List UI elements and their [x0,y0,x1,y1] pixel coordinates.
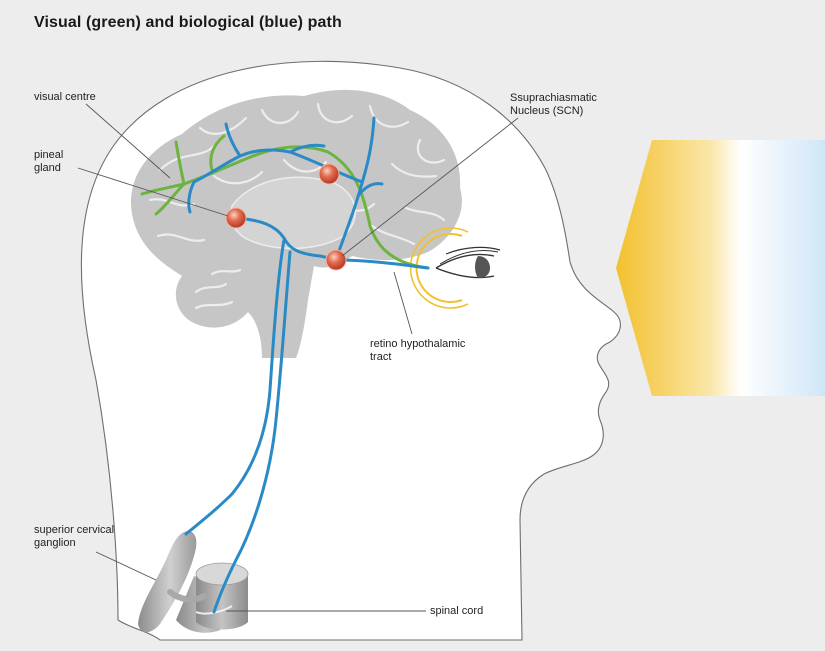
label-spinal-cord-text: spinal cord [430,605,483,618]
label-visual-centre: visual centre [34,91,96,104]
label-scn-line2: Nucleus (SCN) [510,105,597,118]
label-ganglion-line2: ganglion [34,537,114,550]
label-spinal-cord: spinal cord [430,605,483,618]
label-superior-ganglion: superior cervical ganglion [34,524,114,550]
pineal-gland-node [226,208,246,228]
label-retino-line1: retino hypothalamic [370,338,465,351]
label-scn: Ssuprachiasmatic Nucleus (SCN) [510,92,597,118]
label-ganglion-line1: superior cervical [34,524,114,537]
visual-centre-node [319,164,339,184]
label-retino-tract: retino hypothalamic tract [370,338,465,364]
scn-node [326,250,346,270]
label-scn-line1: Ssuprachiasmatic [510,92,597,105]
label-pineal-line1: pineal [34,149,63,162]
label-pineal-gland: pineal gland [34,149,63,175]
label-pineal-line2: gland [34,162,63,175]
label-visual-centre-text: visual centre [34,91,96,104]
light-source-gradient [616,140,825,396]
label-retino-line2: tract [370,351,465,364]
